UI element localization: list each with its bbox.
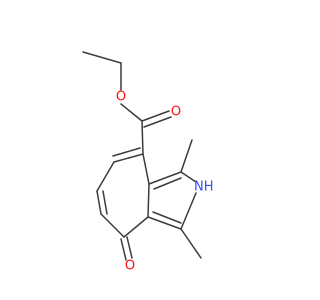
bond-c4-o-double-b [126, 236, 133, 259]
bond-c8a-c1-double-b [153, 177, 182, 190]
bond-c6-c5-double-a [96, 190, 102, 215]
bond-ethyl-c1-c2 [82, 51, 122, 64]
bond-c3-c3a-double-a [147, 216, 182, 230]
bond-carbonylc-o-double-a [141, 110, 170, 122]
bond-c6-c5-double-b [102, 190, 108, 215]
bond-c4-c3a [123, 216, 149, 238]
ketone-oxygen-label: O [125, 259, 135, 274]
molecule-canvas: O O O NH [82, 51, 214, 274]
carbonyl-oxygen-label: O [171, 105, 181, 120]
bond-c8-c7-double-b [112, 147, 141, 157]
bond-c3a-c8a [147, 183, 150, 218]
bond-c7-c6 [96, 161, 115, 192]
bond-n-c3 [180, 192, 197, 230]
bond-carbonylc-c8 [141, 120, 144, 155]
bond-carbonylc-o-double-b [143, 116, 172, 128]
atom-labels: O O O NH [116, 90, 214, 274]
bond-c1-methyl [180, 139, 193, 173]
bond-c4-o-double-a [120, 238, 127, 261]
bond-c3-c3a-double-b [152, 211, 182, 224]
ester-oxygen-label: O [116, 90, 126, 105]
bond-c8a-c1-double-a [148, 171, 182, 185]
bond-c8a-c8 [142, 153, 150, 185]
bond-c5-c4 [100, 213, 125, 238]
bond-o-carbonylc [120, 103, 143, 122]
bonds [82, 51, 202, 261]
molecule-structure: O O O NH [82, 51, 214, 274]
bond-c8-c7-double-a [113, 153, 144, 163]
bond-c1-n [180, 171, 197, 183]
ring-nitrogen-label: NH [194, 180, 214, 195]
bond-c3-methyl [180, 228, 202, 259]
